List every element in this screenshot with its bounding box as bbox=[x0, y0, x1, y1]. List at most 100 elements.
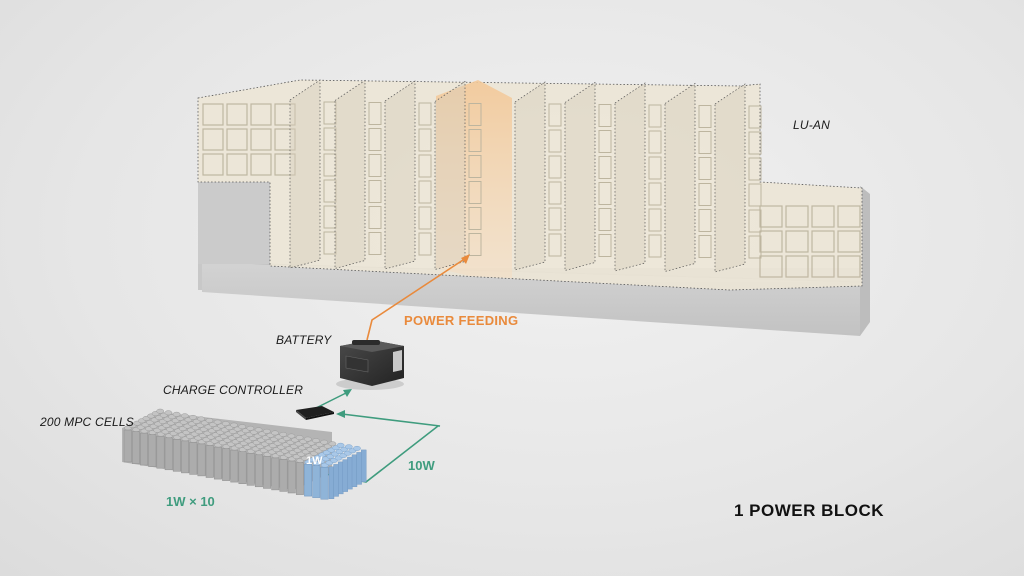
facade-window bbox=[748, 209, 762, 233]
charge-controller-label: CHARGE CONTROLLER bbox=[163, 383, 304, 397]
facade-fin bbox=[664, 82, 696, 272]
mpc-cell bbox=[189, 414, 197, 420]
mpc-cell bbox=[271, 430, 279, 436]
mpc-cell bbox=[254, 427, 263, 433]
mpc-cell-body bbox=[246, 453, 255, 486]
mpc-cell-body bbox=[131, 431, 140, 464]
facade-window bbox=[368, 128, 382, 151]
group-multiplier-label: 1W × 10 bbox=[166, 494, 215, 509]
mpc-cell-body bbox=[304, 463, 313, 497]
facade-window bbox=[648, 234, 662, 258]
mpc-cell bbox=[328, 441, 337, 447]
facade-window bbox=[323, 101, 337, 125]
mpc-cell-body bbox=[230, 449, 239, 483]
facade-window bbox=[748, 105, 762, 129]
mpc-cells-label: 200 MPC CELLS bbox=[40, 415, 134, 429]
facade-window bbox=[202, 153, 224, 176]
flow-watt-label: 10W bbox=[408, 458, 435, 473]
facade-window bbox=[785, 205, 809, 228]
facade-window bbox=[418, 102, 432, 126]
mpc-cell-body bbox=[205, 445, 214, 478]
mpc-cell-body bbox=[338, 461, 344, 495]
facade-window bbox=[598, 182, 612, 205]
facade-window bbox=[648, 156, 662, 180]
mpc-cell bbox=[156, 408, 165, 414]
mpc-cell-body bbox=[189, 442, 198, 475]
facade-window bbox=[748, 235, 762, 259]
mpc-cell bbox=[262, 428, 271, 434]
facade-window bbox=[323, 127, 337, 151]
facade-window bbox=[202, 128, 224, 151]
mpc-cell-body bbox=[333, 464, 339, 497]
facade-window bbox=[368, 102, 382, 125]
mpc-cell-array bbox=[122, 408, 367, 500]
mpc-cell-body bbox=[342, 459, 348, 492]
mpc-cell-body bbox=[295, 462, 304, 495]
facade-window bbox=[748, 157, 762, 181]
mpc-cell bbox=[279, 431, 288, 437]
facade-fin bbox=[564, 81, 596, 271]
facade-window bbox=[648, 130, 662, 154]
facade-window bbox=[698, 235, 712, 258]
power-feeding-arrow bbox=[366, 254, 470, 341]
mpc-cell-body bbox=[287, 460, 296, 494]
facade-window bbox=[598, 130, 612, 153]
controller-to-battery-arrow bbox=[315, 389, 352, 409]
facade-window bbox=[648, 182, 662, 206]
facade-fin bbox=[614, 82, 646, 272]
mpc-cell bbox=[197, 416, 206, 422]
facade-window bbox=[418, 232, 432, 256]
mpc-cell bbox=[320, 439, 329, 445]
facade-window bbox=[698, 209, 712, 232]
facade-window bbox=[274, 103, 296, 126]
mpc-cell-body bbox=[347, 456, 353, 490]
battery-label: BATTERY bbox=[276, 333, 332, 347]
mpc-cell-body bbox=[181, 440, 190, 474]
facade-window bbox=[274, 153, 296, 176]
facade-window bbox=[598, 104, 612, 127]
facade-window bbox=[468, 207, 482, 230]
facade-window bbox=[226, 128, 248, 151]
facade-window bbox=[785, 230, 809, 253]
mpc-cell-body bbox=[148, 434, 157, 467]
mpc-cell-body bbox=[263, 456, 272, 489]
facade-window bbox=[648, 104, 662, 128]
facade-window bbox=[648, 208, 662, 232]
facade-fin bbox=[514, 81, 546, 271]
facade-window bbox=[759, 255, 783, 278]
facade-window bbox=[368, 232, 382, 255]
portable-power-station-icon bbox=[336, 340, 404, 390]
facade-window bbox=[598, 156, 612, 179]
facade-window bbox=[226, 153, 248, 176]
mpc-cell-body bbox=[320, 466, 329, 500]
mpc-cell bbox=[336, 442, 345, 448]
facade-window bbox=[698, 183, 712, 206]
facade-window bbox=[548, 181, 562, 205]
facade-window bbox=[811, 205, 835, 228]
facade-window bbox=[468, 233, 482, 256]
mpc-cell-body bbox=[312, 465, 321, 498]
mpc-cell-body bbox=[361, 449, 367, 483]
facade-window bbox=[598, 234, 612, 257]
facade-window bbox=[811, 230, 835, 253]
facade-window bbox=[468, 181, 482, 204]
mpc-cell bbox=[213, 419, 222, 425]
facade-window bbox=[323, 153, 337, 177]
mpc-cell-body bbox=[271, 457, 280, 491]
mpc-cell bbox=[172, 411, 181, 417]
lu-an-label: LU-AN bbox=[793, 118, 831, 132]
mpc-cell-body bbox=[164, 437, 173, 471]
facade-window bbox=[274, 128, 296, 151]
powered-unit-glow bbox=[436, 80, 512, 278]
facade-window bbox=[837, 205, 861, 228]
power-feeding-label: POWER FEEDING bbox=[404, 313, 519, 328]
facade-window bbox=[548, 103, 562, 127]
facade-window bbox=[323, 179, 337, 203]
facade-window bbox=[368, 180, 382, 203]
charge-controller-icon bbox=[296, 406, 334, 420]
mpc-cell bbox=[344, 444, 353, 450]
mpc-cell-body bbox=[279, 459, 288, 492]
mpc-cell-body bbox=[351, 454, 358, 487]
